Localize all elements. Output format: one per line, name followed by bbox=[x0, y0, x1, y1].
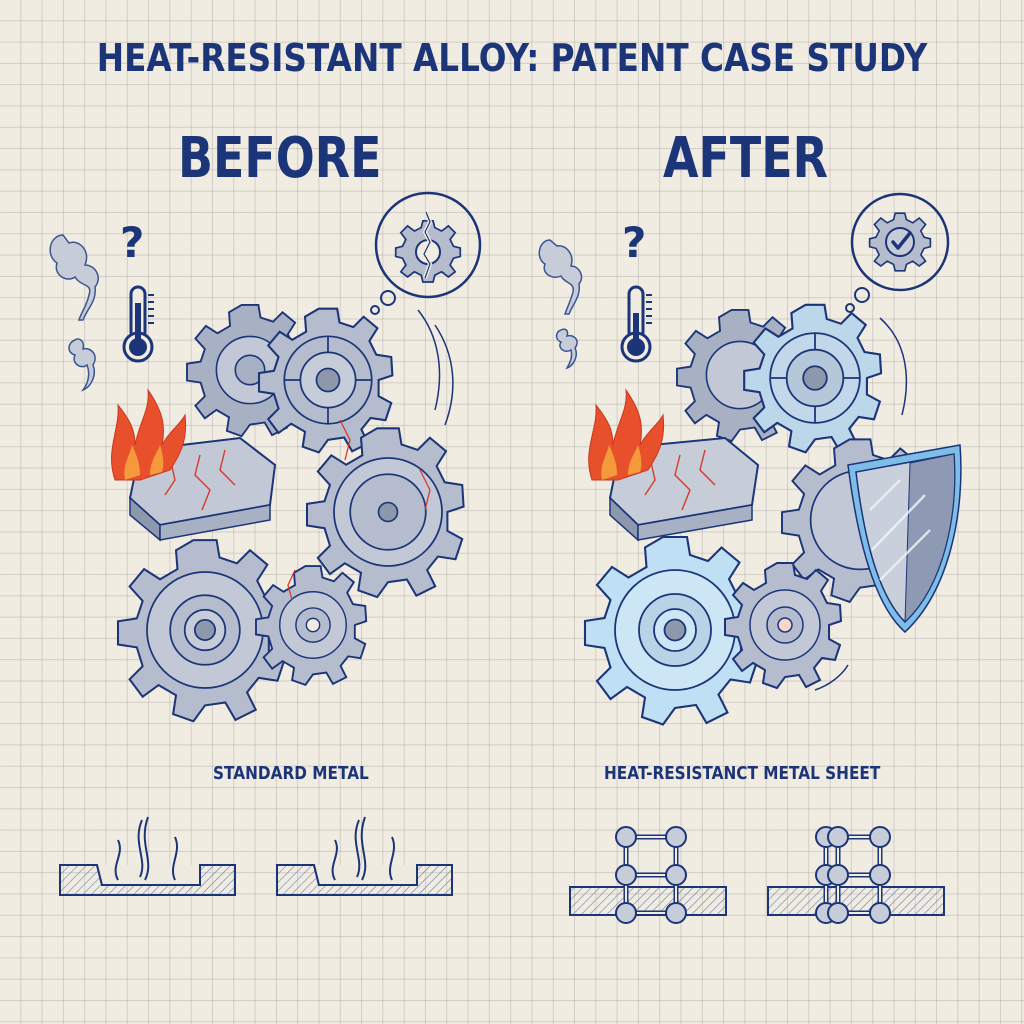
page-title: HEAT-RESISTANT ALLOY: PATENT CASE STUDY bbox=[96, 36, 928, 80]
before-heading: BEFORE bbox=[178, 126, 382, 191]
fire-icon bbox=[588, 388, 665, 481]
after-caption: HEAT-RESISTANCT METAL SHEET bbox=[604, 763, 881, 784]
heat-resistant-lattice-diagram-1 bbox=[569, 826, 727, 924]
after-gear-cluster bbox=[583, 303, 962, 726]
before-gear-cluster bbox=[111, 303, 465, 723]
fire-icon bbox=[111, 388, 187, 481]
smoke-icon bbox=[538, 239, 583, 370]
shield-icon bbox=[847, 444, 962, 634]
cracked-gear-icon bbox=[394, 211, 462, 283]
after-heading: AFTER bbox=[663, 126, 828, 191]
question-mark-icon: ? bbox=[622, 218, 647, 267]
question-mark-icon: ? bbox=[120, 218, 145, 267]
gear-check-icon bbox=[868, 212, 932, 272]
thermometer-icon bbox=[122, 285, 154, 363]
before-caption: STANDARD METAL bbox=[213, 763, 369, 784]
thought-bubble bbox=[845, 192, 950, 313]
standard-metal-diagram-1 bbox=[59, 816, 236, 896]
smoke-icon bbox=[49, 234, 99, 392]
standard-metal-diagram-2 bbox=[276, 816, 453, 896]
thermometer-icon bbox=[620, 285, 652, 363]
heat-resistant-lattice-diagram-2 bbox=[767, 826, 945, 924]
thought-bubble bbox=[370, 191, 482, 315]
